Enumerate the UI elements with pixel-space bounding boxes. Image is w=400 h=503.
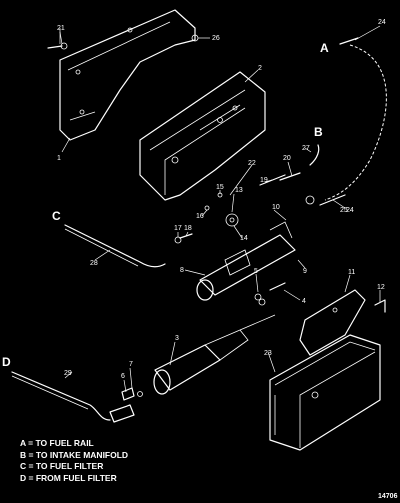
fuel-line-d xyxy=(11,371,111,421)
legend-line-d: D = FROM FUEL FILTER xyxy=(20,472,117,483)
callout-4: 4 xyxy=(302,298,306,305)
legend-line-b: B = TO INTAKE MANIFOLD xyxy=(20,449,129,460)
callout-27: 27 xyxy=(302,145,310,152)
callout-11: 11 xyxy=(348,269,355,276)
callout-8: 8 xyxy=(180,267,184,274)
legend-line-c: C = TO FUEL FILTER xyxy=(20,461,104,471)
callout-28: 28 xyxy=(90,260,98,267)
callout-18: 18 xyxy=(184,225,192,232)
callout-1: 1 xyxy=(57,155,61,162)
callout-5: 5 xyxy=(254,268,258,275)
letter-d: D xyxy=(2,355,11,369)
fuel-line-c xyxy=(64,224,166,268)
callout-23: 23 xyxy=(264,350,272,357)
callout-24-top: 24 xyxy=(378,19,386,26)
cooler-bracket xyxy=(299,289,366,356)
callout-6: 6 xyxy=(121,373,125,380)
callout-29: 29 xyxy=(64,370,72,377)
drawing-code: 14706 xyxy=(378,493,398,500)
callout-7: 7 xyxy=(129,361,133,368)
bracket-housing xyxy=(139,71,266,201)
callout-10: 10 xyxy=(272,204,280,211)
callout-12: 12 xyxy=(377,284,385,291)
callout-19: 19 xyxy=(260,177,268,184)
fuel-line-a-fitting-top xyxy=(339,37,359,45)
hardware xyxy=(47,34,386,401)
callout-20: 20 xyxy=(283,155,291,162)
callout-13: 13 xyxy=(235,187,243,194)
callout-16: 16 xyxy=(196,213,204,220)
callout-2: 2 xyxy=(258,65,262,72)
callout-9: 9 xyxy=(303,268,307,275)
mounting-bracket xyxy=(59,9,196,141)
callout-25: 25 xyxy=(340,207,348,214)
callout-14: 14 xyxy=(240,235,248,242)
vacuum-hose-b xyxy=(309,144,320,166)
callout-24-bottom: 24 xyxy=(346,207,354,214)
callout-3: 3 xyxy=(175,335,179,342)
callout-22: 22 xyxy=(248,160,256,167)
fuel-line-a xyxy=(324,44,387,201)
letter-c: C xyxy=(52,209,61,223)
legend-line-a: A = TO FUEL RAIL xyxy=(20,438,94,448)
fuel-filter-housing xyxy=(196,221,296,301)
callout-numbers: 1 2 3 4 5 6 7 8 9 10 11 12 13 14 15 16 1… xyxy=(57,19,386,380)
callout-26: 26 xyxy=(212,35,220,42)
leader-lines xyxy=(59,25,381,393)
callout-21: 21 xyxy=(57,25,65,32)
letter-b: B xyxy=(314,125,323,139)
callout-15: 15 xyxy=(216,184,224,191)
callout-17: 17 xyxy=(174,225,182,232)
connection-letters: A B C D xyxy=(2,41,329,369)
connection-legend: A = TO FUEL RAIL B = TO INTAKE MANIFOLD … xyxy=(20,438,128,484)
electric-fuel-pump xyxy=(153,314,276,395)
fuel-line-a-fitting-bottom xyxy=(319,194,346,206)
fuel-cooler-module xyxy=(269,334,381,451)
letter-a: A xyxy=(320,41,329,55)
